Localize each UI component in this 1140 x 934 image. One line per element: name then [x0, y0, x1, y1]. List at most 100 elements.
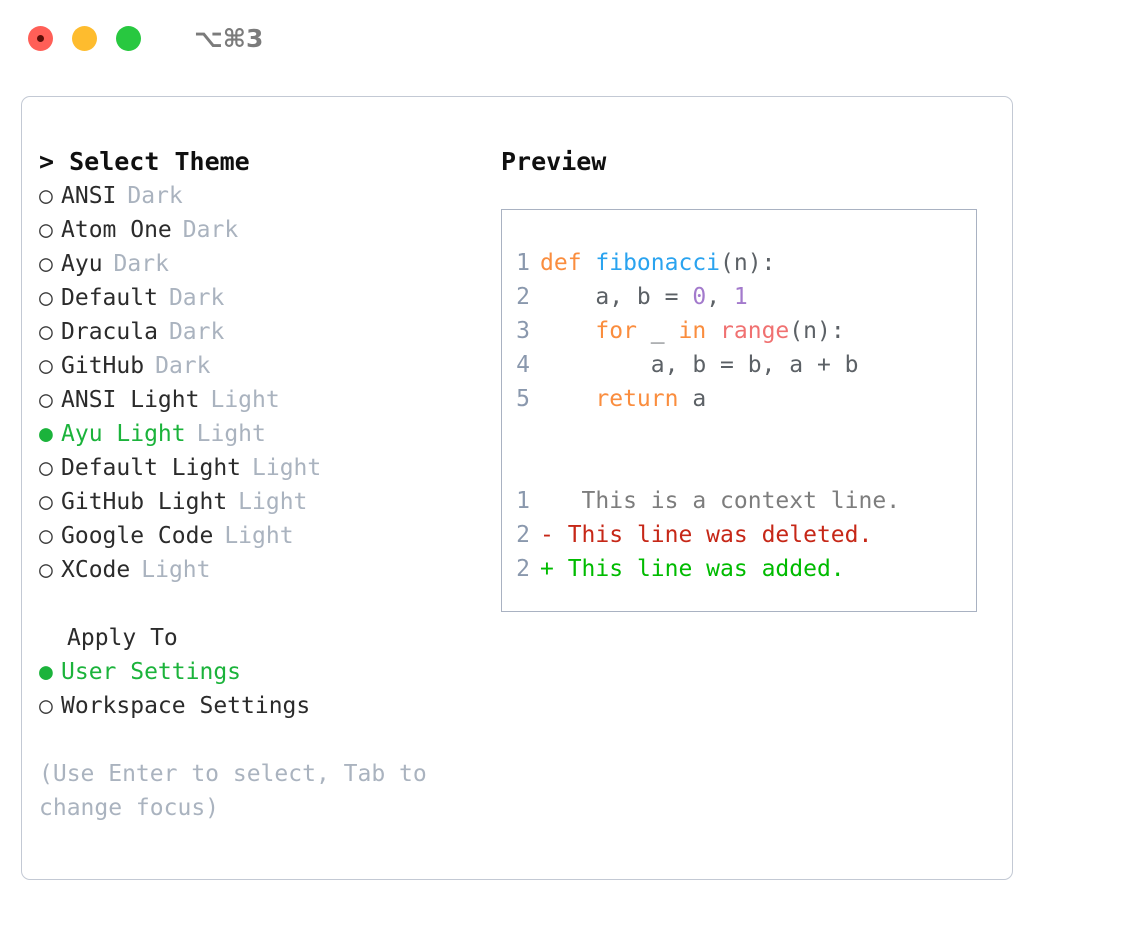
theme-option-label: Ayu Light: [61, 421, 186, 447]
theme-option-default[interactable]: ○ Default Dark: [39, 281, 479, 315]
theme-option-label: XCode: [61, 557, 131, 583]
theme-option-label: Default: [61, 285, 158, 311]
code-line-number: 5: [516, 386, 530, 412]
code-token: (n):: [789, 318, 845, 344]
apply-to-heading: Apply To: [67, 625, 178, 651]
diff-line-number: 2: [516, 556, 530, 582]
radio-unselected-icon: ○: [39, 251, 53, 277]
code-line: 2 a, b = 0, 1: [502, 280, 976, 314]
radio-unselected-icon: ○: [39, 353, 53, 379]
apply-to-option-user-settings[interactable]: ● User Settings: [39, 655, 479, 689]
window-titlebar: ⌥⌘3: [0, 0, 1140, 76]
diff-line: 2 + This line was added.: [502, 552, 976, 586]
theme-option-kind-badge: Light: [224, 523, 294, 549]
theme-option-kind-badge: Light: [196, 421, 266, 447]
code-token: a, b = b, a + b: [540, 352, 859, 378]
preview-heading: Preview: [501, 147, 607, 176]
theme-option-label: GitHub: [61, 353, 145, 379]
diff-sample: 1 This is a context line.2- This line wa…: [502, 484, 976, 586]
diff-marker: +: [540, 556, 554, 582]
apply-to-option-label: User Settings: [61, 659, 242, 685]
theme-option-google-code[interactable]: ○ Google Code Light: [39, 519, 479, 553]
theme-option-label: Atom One: [61, 217, 172, 243]
theme-option-kind-badge: Dark: [113, 251, 169, 277]
theme-option-kind-badge: Dark: [168, 319, 225, 345]
code-token: for: [540, 318, 651, 344]
theme-option-xcode[interactable]: ○ XCode Light: [39, 553, 479, 587]
theme-option-kind-badge: Dark: [155, 353, 211, 379]
radio-unselected-icon: ○: [39, 319, 53, 345]
theme-option-label: GitHub Light: [61, 489, 228, 515]
diff-line: 1 This is a context line.: [502, 484, 976, 518]
radio-unselected-icon: ○: [39, 523, 53, 549]
code-token: ,: [706, 284, 734, 310]
code-token: (n):: [720, 250, 776, 276]
theme-option-kind-badge: Light: [141, 557, 211, 583]
theme-option-ayu-light[interactable]: ● Ayu Light Light: [39, 417, 479, 451]
theme-option-label: ANSI: [61, 183, 117, 209]
code-line: 4 a, b = b, a + b: [502, 348, 976, 382]
diff-line-number: 2: [516, 522, 530, 548]
theme-option-kind-badge: Light: [238, 489, 308, 515]
code-token: a: [692, 386, 707, 412]
theme-option-kind-badge: Dark: [182, 217, 239, 243]
theme-option-label: Default Light: [61, 455, 242, 481]
radio-unselected-icon: ○: [39, 455, 53, 481]
section-spacer: [39, 587, 479, 621]
code-token: in: [678, 318, 721, 344]
code-line-number: 1: [516, 250, 530, 276]
theme-option-dracula[interactable]: ○ Dracula Dark: [39, 315, 479, 349]
theme-option-kind-badge: Dark: [168, 285, 225, 311]
radio-unselected-icon: ○: [39, 285, 53, 311]
radio-unselected-icon: ○: [39, 387, 53, 413]
diff-text: This line was added.: [553, 556, 845, 582]
code-token: return: [540, 386, 693, 412]
theme-option-github[interactable]: ○ GitHub Dark: [39, 349, 479, 383]
radio-selected-icon: ●: [39, 659, 53, 685]
code-token: _: [650, 318, 679, 344]
theme-option-kind-badge: Dark: [127, 183, 183, 209]
diff-line: 2- This line was deleted.: [502, 518, 976, 552]
code-token: fibonacci: [595, 250, 721, 276]
code-token: 1: [733, 284, 748, 310]
code-line-number: 2: [516, 284, 530, 310]
theme-option-label: Ayu: [61, 251, 103, 277]
radio-selected-icon: ●: [39, 421, 53, 447]
close-button-icon[interactable]: [28, 25, 53, 51]
radio-unselected-icon: ○: [39, 183, 53, 209]
theme-option-kind-badge: Light: [210, 387, 280, 413]
code-diff-spacer-2: [502, 450, 976, 484]
minimize-button-icon[interactable]: [72, 25, 97, 51]
diff-line-number: 1: [516, 488, 530, 514]
radio-unselected-icon: ○: [39, 557, 53, 583]
diff-marker: [540, 484, 554, 518]
code-token: a, b =: [540, 284, 693, 310]
apply-to-option-label: Workspace Settings: [61, 693, 311, 719]
maximize-button-icon[interactable]: [116, 25, 141, 51]
radio-unselected-icon: ○: [39, 693, 53, 719]
window-title: ⌥⌘3: [194, 23, 264, 53]
theme-option-label: Google Code: [61, 523, 214, 549]
code-line-number: 4: [516, 352, 530, 378]
apply-to-option-workspace-settings[interactable]: ○ Workspace Settings: [39, 689, 479, 723]
theme-option-ayu[interactable]: ○ Ayu Dark: [39, 247, 479, 281]
traffic-light-group: [28, 25, 141, 51]
code-line: 3 for _ in range(n):: [502, 314, 976, 348]
select-theme-heading: > Select Theme: [39, 147, 250, 176]
code-token: 0: [692, 284, 707, 310]
apply-to-list: ● User Settings ○ Workspace Settings: [39, 655, 479, 723]
diff-marker: -: [540, 522, 554, 548]
theme-option-label: Dracula: [61, 319, 158, 345]
diff-text: This line was deleted.: [553, 522, 873, 548]
theme-option-ansi[interactable]: ○ ANSI Dark: [39, 179, 479, 213]
